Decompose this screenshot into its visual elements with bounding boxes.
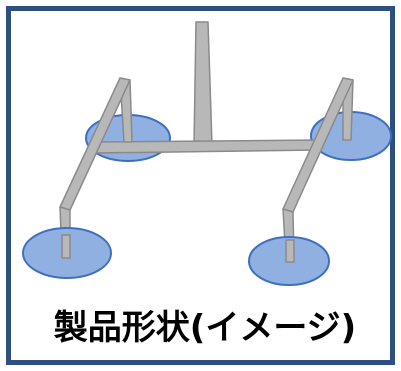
support-frame-rods (59, 21, 354, 263)
left-front-leg-foot (61, 234, 71, 259)
right-front-leg-foot (285, 239, 295, 263)
center-post (193, 21, 213, 146)
figure-caption: 製品形状(イメージ) (53, 308, 357, 348)
